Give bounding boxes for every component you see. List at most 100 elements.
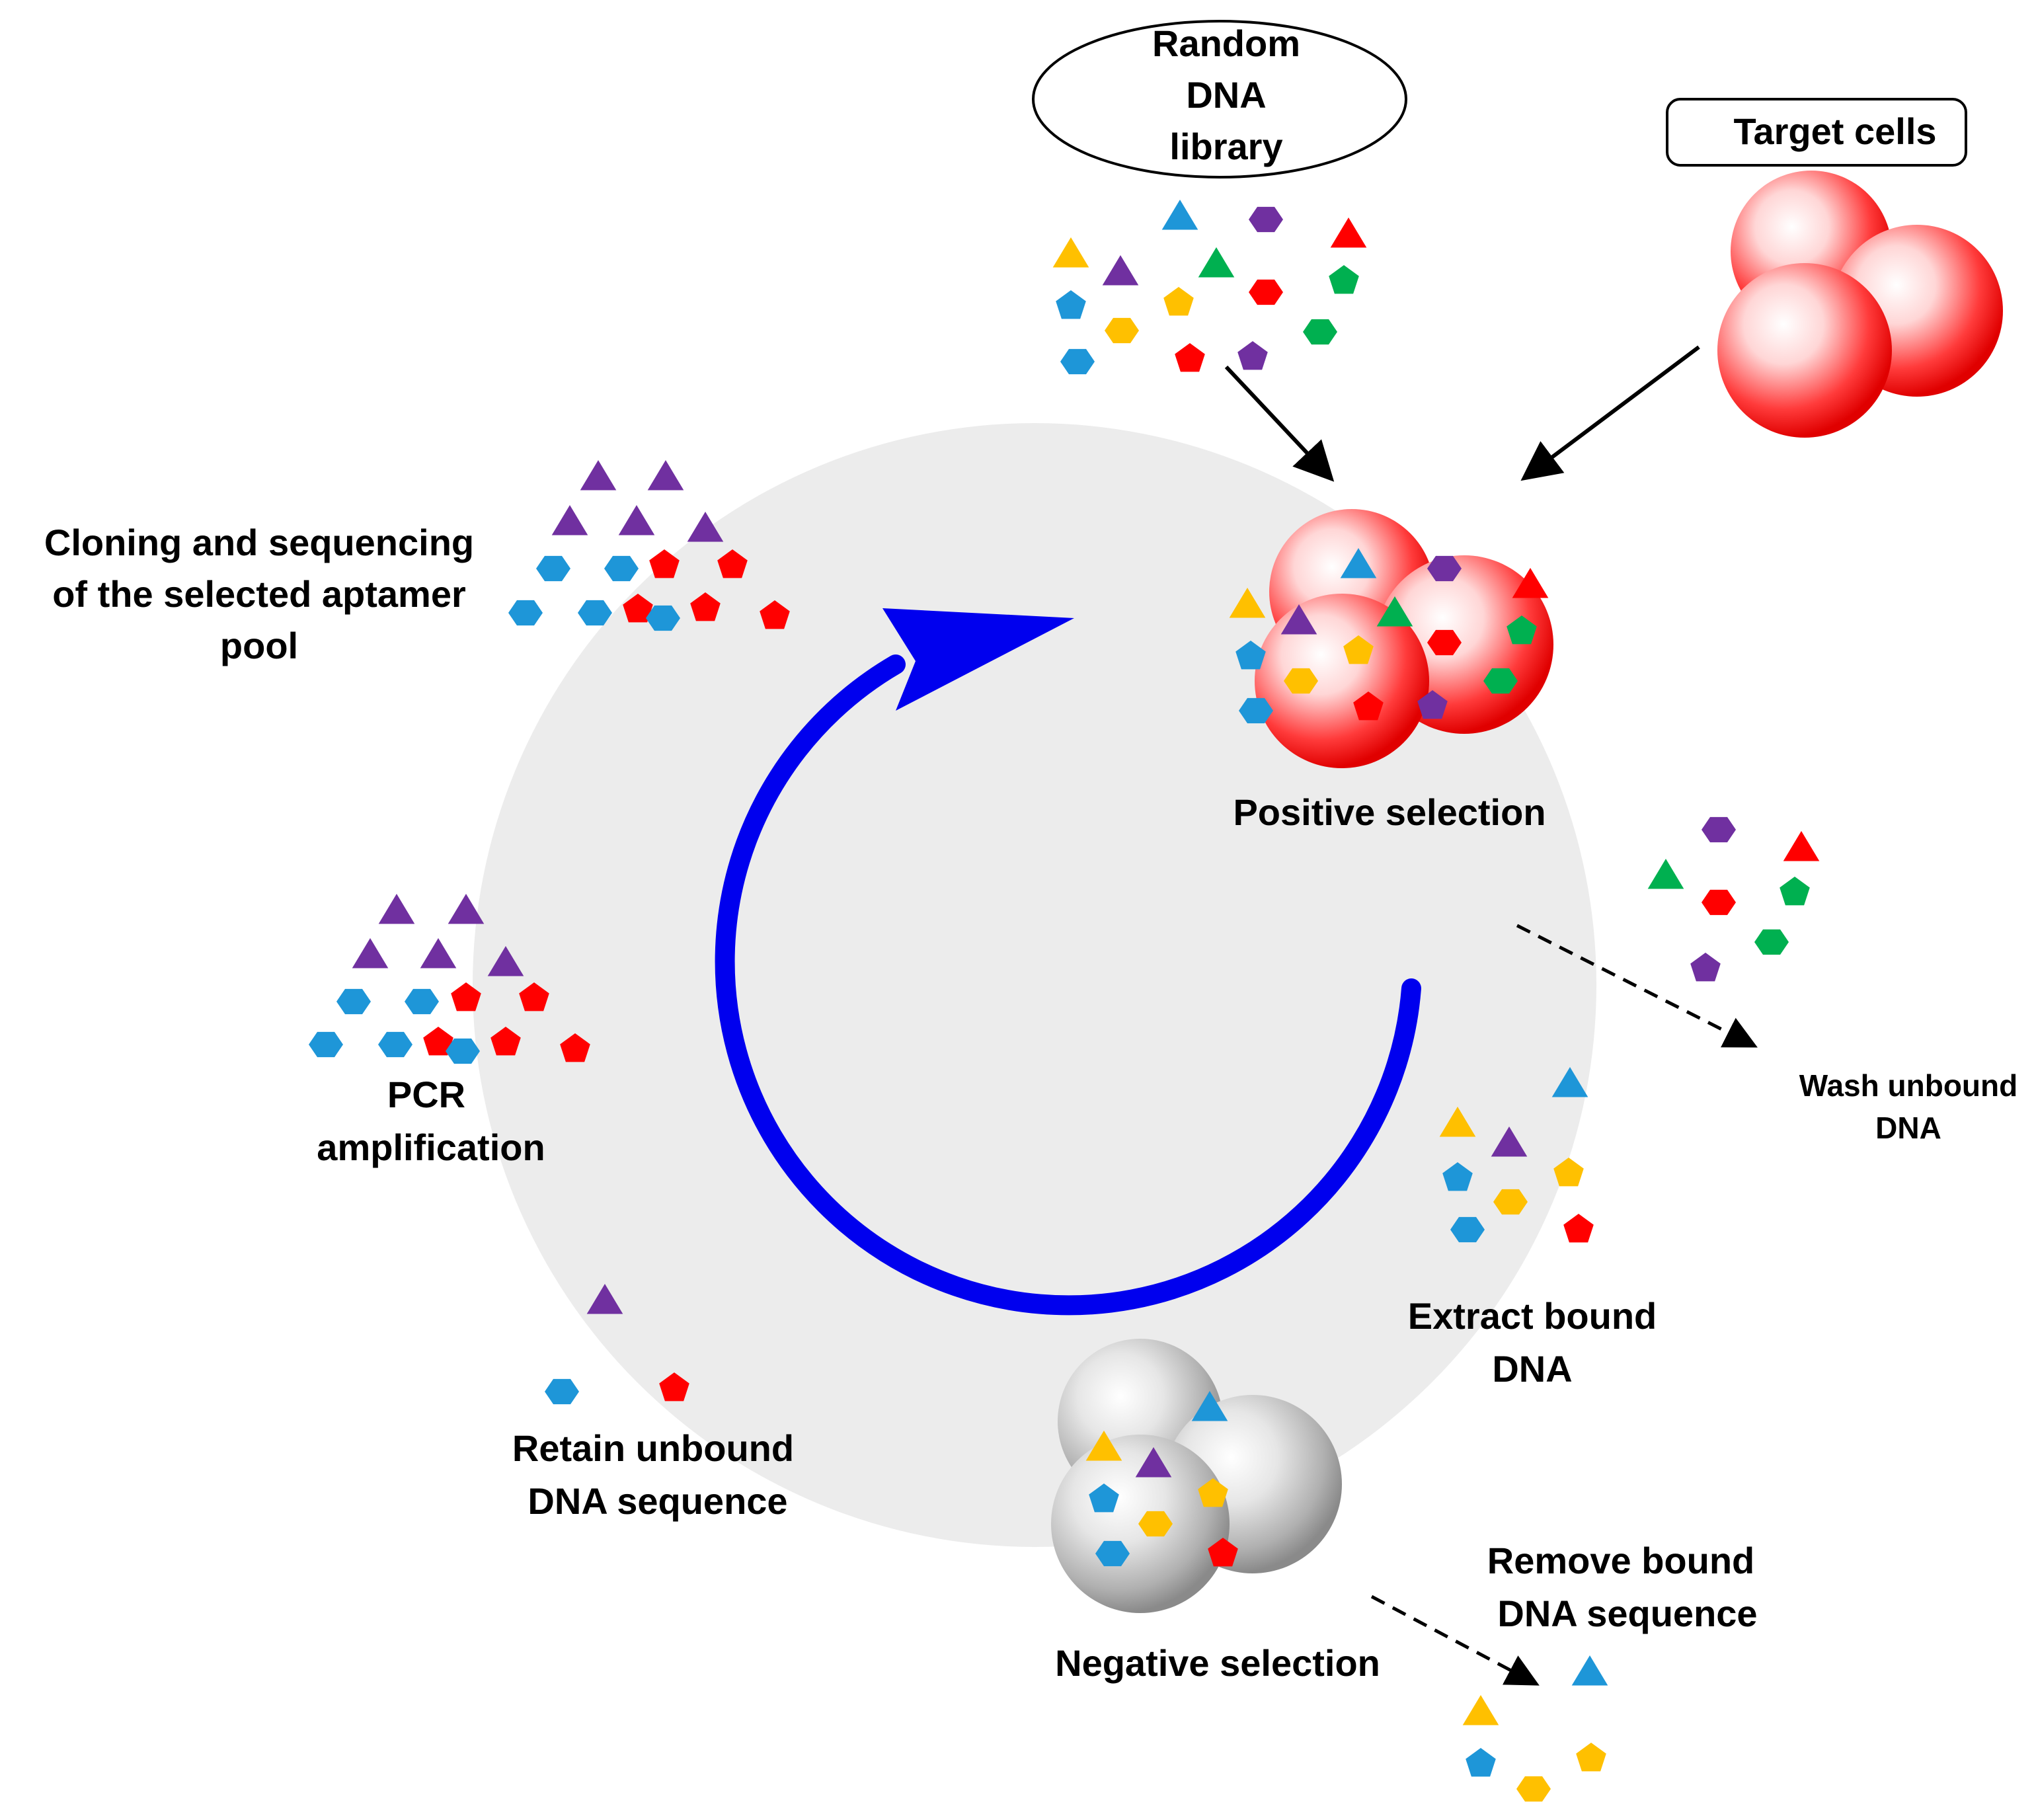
retain-unbound-line-1: Retain unbound [512,1427,794,1469]
purple-triangle-molecule [687,512,724,542]
green-hexagon-molecule [1754,929,1789,955]
blue-hexagon-molecule [446,1038,480,1064]
yellow-pentagon-molecule [1576,1743,1606,1772]
red-pentagon-molecule [490,1027,521,1056]
purple-pentagon-molecule [1237,341,1268,370]
blue-triangle-molecule [1340,548,1377,578]
green-pentagon-molecule [1329,265,1359,294]
cloning-line-3: pool [220,625,298,666]
red-triangle-molecule [1512,568,1549,598]
bound-target-cell [1255,594,1429,768]
negative-selection-label: Negative selection [1055,1642,1380,1684]
cloning-line-2: of the selected aptamer [52,573,466,615]
blue-hexagon-molecule [336,988,371,1015]
purple-triangle-molecule [448,894,485,924]
purple-hexagon-molecule [1702,816,1736,843]
green-triangle-molecule [1198,247,1235,278]
remove-bound-line-1: Remove bound [1487,1540,1754,1581]
yellow-hexagon-molecule [1138,1511,1173,1537]
red-pentagon-molecule [690,592,721,621]
red-triangle-molecule [1783,831,1820,861]
target-cells-box [1666,98,1967,167]
red-pentagon-molecule [1175,343,1205,372]
purple-triangle-molecule [618,505,655,535]
red-pentagon-molecule [623,594,653,623]
target-cells-arrow [1520,345,1700,481]
blue-hexagon-molecule [1239,697,1273,724]
dna-molecules [309,200,1820,1802]
red-pentagon-molecule [519,982,549,1011]
blue-hexagon-molecule [536,555,570,582]
purple-triangle-molecule [586,1284,623,1314]
purple-triangle-molecule [1491,1127,1528,1157]
yellow-hexagon-molecule [1284,668,1318,694]
retain-unbound-line-2: DNA sequence [528,1480,787,1522]
blue-hexagon-molecule [604,555,639,582]
purple-hexagon-molecule [1427,555,1462,582]
blue-hexagon-molecule [508,600,543,626]
purple-triangle-molecule [1135,1447,1172,1478]
red-pentagon-molecule [1353,692,1384,721]
blue-pentagon-molecule [1089,1484,1119,1513]
wash-unbound-line-2: DNA [1875,1111,1941,1145]
wash-arrow [1516,924,1758,1048]
purple-triangle-molecule [551,505,588,535]
cycle-arrowhead [882,608,1074,711]
yellow-pentagon-molecule [1198,1478,1228,1507]
blue-hexagon-molecule [1060,348,1095,375]
purple-triangle-molecule [580,460,617,491]
green-triangle-molecule [1376,596,1413,627]
green-hexagon-molecule [1303,319,1337,345]
green-pentagon-molecule [1780,877,1810,906]
cloning-line-1: Cloning and sequencing [44,522,474,563]
purple-triangle-molecule [420,938,457,969]
random-library-line-2: DNA [1186,74,1266,116]
blue-pentagon-molecule [1466,1748,1496,1777]
target-cells-label: Target cells [1733,110,1936,152]
red-pentagon-molecule [649,549,680,578]
blue-hexagon-molecule [545,1378,579,1405]
red-pentagon-molecule [423,1027,453,1056]
blue-hexagon-molecule [1450,1216,1485,1243]
blue-hexagon-molecule [646,605,680,631]
yellow-triangle-molecule [1052,237,1089,268]
yellow-triangle-molecule [1439,1107,1476,1137]
yellow-triangle-molecule [1085,1431,1122,1461]
purple-triangle-molecule [487,946,524,976]
purple-triangle-molecule [378,894,415,924]
red-pentagon-molecule [659,1372,689,1402]
green-pentagon-molecule [1507,615,1537,645]
blue-pentagon-molecule [1235,641,1266,670]
red-triangle-molecule [1330,218,1367,248]
positive-selection-label: Positive selection [1233,791,1546,833]
blue-triangle-molecule [1191,1391,1228,1421]
target-cell [1717,263,1892,438]
red-pentagon-molecule [1208,1538,1238,1567]
blue-triangle-molecule [1571,1655,1608,1686]
yellow-pentagon-molecule [1343,635,1374,664]
blue-triangle-molecule [1551,1067,1588,1097]
random-library-line-3: library [1169,126,1282,167]
random-library-line-1: Random [1152,22,1300,64]
red-pentagon-molecule [560,1033,590,1062]
red-pentagon-molecule [717,549,748,578]
cycle-arrow [715,654,1421,1316]
red-hexagon-molecule [1249,279,1283,305]
blue-pentagon-molecule [1442,1162,1473,1191]
red-pentagon-molecule [1563,1214,1594,1243]
yellow-triangle-molecule [1229,588,1266,618]
green-hexagon-molecule [1483,668,1518,694]
yellow-hexagon-molecule [1105,317,1139,344]
red-pentagon-molecule [760,600,790,629]
yellow-hexagon-molecule [1493,1189,1528,1215]
library-arrow [1224,365,1335,482]
yellow-triangle-molecule [1462,1695,1499,1725]
yellow-hexagon-molecule [1516,1776,1551,1802]
blue-hexagon-molecule [578,600,612,626]
pcr-line-1: PCR [387,1074,465,1115]
purple-hexagon-molecule [1249,206,1283,233]
blue-hexagon-molecule [1095,1540,1130,1567]
blue-triangle-molecule [1161,200,1198,230]
purple-triangle-molecule [1102,255,1139,286]
